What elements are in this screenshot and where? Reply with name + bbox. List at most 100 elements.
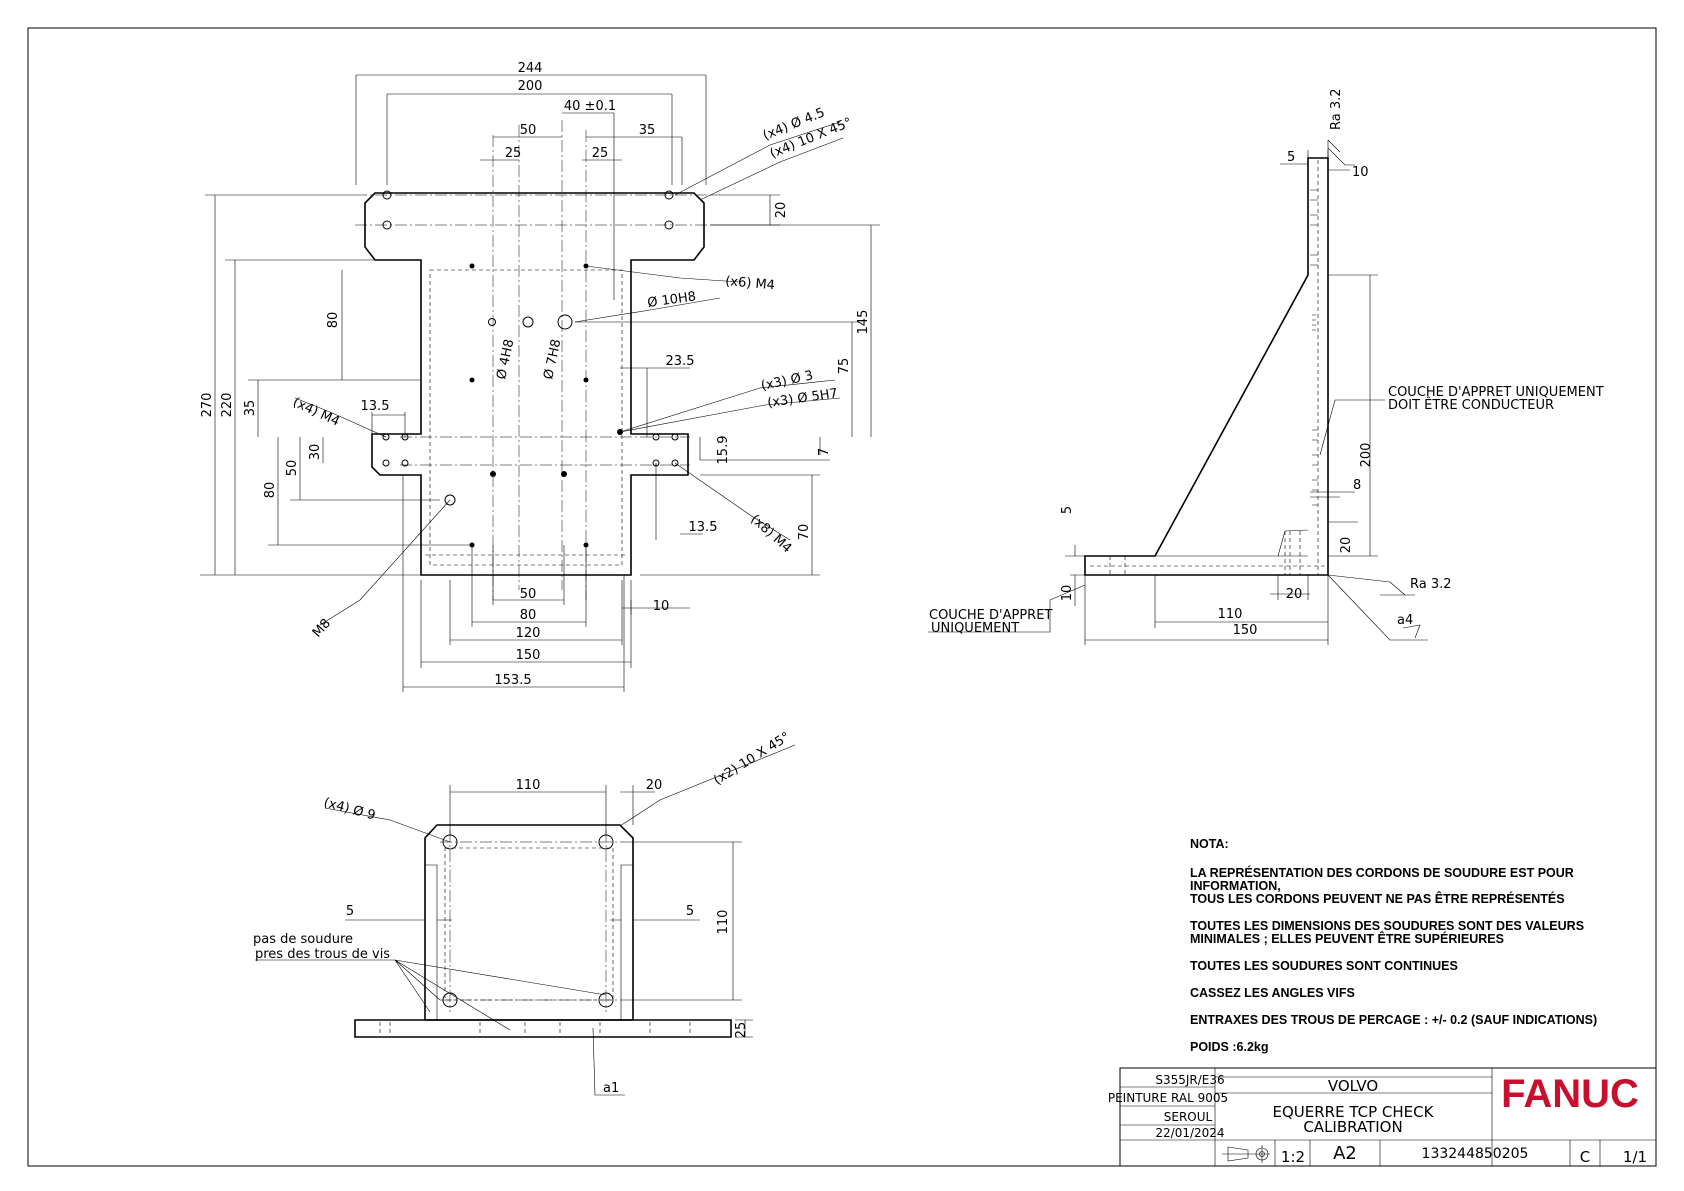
dim-text: 153.5 bbox=[494, 673, 531, 688]
dim-text: 110 bbox=[716, 910, 731, 935]
tb-scale: 1:2 bbox=[1281, 1148, 1305, 1166]
dim-text: 5 bbox=[686, 904, 694, 919]
dim-text: 20 bbox=[774, 202, 789, 219]
notes-heading: NOTA: bbox=[1190, 837, 1229, 851]
tb-format: A2 bbox=[1333, 1143, 1357, 1164]
tb-treatment: PEINTURE RAL 9005 bbox=[1108, 1091, 1228, 1105]
dim-text: 5 bbox=[346, 904, 354, 919]
dim-text: 110 bbox=[516, 778, 541, 793]
bottom-view-dims: 110 20 5 5 110 25 bbox=[346, 778, 749, 1038]
weld-symbol-text: a4 bbox=[1397, 613, 1413, 628]
roughness-text: Ra 3.2 bbox=[1410, 577, 1452, 592]
tb-title-line2: CALIBRATION bbox=[1303, 1118, 1402, 1136]
callout-text: (x6) M4 bbox=[725, 274, 776, 293]
tb-date: 22/01/2024 bbox=[1155, 1126, 1224, 1140]
dim-text: 40 ±0.1 bbox=[564, 99, 616, 114]
dim-text: 50 bbox=[285, 460, 300, 477]
front-view bbox=[200, 74, 880, 692]
note-item: LA REPRÉSENTATION DES CORDONS DE SOUDURE… bbox=[1190, 866, 1574, 906]
dim-text: 80 bbox=[263, 482, 278, 499]
note-item: ENTRAXES DES TROUS DE PERCAGE : +/- 0.2 … bbox=[1190, 1013, 1598, 1027]
tb-sheet: 1/1 bbox=[1623, 1148, 1647, 1166]
tb-client: VOLVO bbox=[1328, 1077, 1378, 1095]
side-view bbox=[928, 139, 1428, 645]
projection-symbol-icon bbox=[1222, 1145, 1270, 1163]
dim-text: 23.5 bbox=[666, 354, 695, 369]
dim-text: 25 bbox=[592, 146, 609, 161]
front-view-outline bbox=[364, 192, 705, 576]
dim-text: 120 bbox=[516, 626, 541, 641]
dim-text: 220 bbox=[220, 393, 235, 418]
dim-text: 25 bbox=[505, 146, 522, 161]
dim-text: 10 bbox=[1352, 165, 1369, 180]
dim-text: 13.5 bbox=[689, 520, 718, 535]
callout-text: Ø 10H8 bbox=[646, 289, 697, 311]
front-view-dims: 244 200 40 ±0.1 50 35 25 25 20 145 80 75… bbox=[200, 61, 871, 688]
weld-symbol-text: a1 bbox=[603, 1081, 619, 1096]
note-text: DOIT ÊTRE CONDUCTEUR bbox=[1388, 397, 1554, 413]
dim-text: 8 bbox=[1353, 478, 1361, 493]
note-item: POIDS :6.2kg bbox=[1190, 1040, 1269, 1054]
bottom-view-outline bbox=[424, 824, 634, 1021]
tb-material: S355JR/E36 bbox=[1155, 1073, 1224, 1087]
dim-text: 25 bbox=[734, 1022, 749, 1039]
dim-text: 80 bbox=[326, 312, 341, 329]
roughness-text: Ra 3.2 bbox=[1329, 88, 1344, 130]
dim-text: 150 bbox=[516, 648, 541, 663]
dim-text: 20 bbox=[1339, 537, 1354, 554]
dim-text: 7 bbox=[817, 448, 832, 456]
side-view-labels: Ra 3.2 Ra 3.2 a4 COUCHE D'APPRET UNIQUEM… bbox=[929, 88, 1604, 636]
dim-text: 75 bbox=[837, 358, 852, 375]
dim-text: 80 bbox=[520, 608, 537, 623]
dim-text: 15.9 bbox=[716, 436, 731, 465]
dim-text: 10 bbox=[653, 599, 670, 614]
dim-text: 20 bbox=[1286, 587, 1303, 602]
dim-text: 50 bbox=[520, 587, 537, 602]
side-view-outline bbox=[1084, 157, 1329, 576]
dim-text: 13.5 bbox=[361, 399, 390, 414]
callout-text: Ø 4H8 bbox=[494, 338, 517, 381]
brand-logo: FANUC bbox=[1501, 1072, 1639, 1116]
callout-text: Ø 7H8 bbox=[541, 338, 564, 381]
tb-title-line1: EQUERRE TCP CHECK bbox=[1273, 1103, 1435, 1121]
tb-revision: C bbox=[1580, 1148, 1590, 1166]
callout-text: (x4) Ø 9 bbox=[322, 795, 377, 823]
dim-text: 70 bbox=[797, 524, 812, 541]
callout-text: (x2) 10 X 45° bbox=[711, 730, 793, 789]
dim-text: 200 bbox=[518, 79, 543, 94]
tb-number: 133244850205 bbox=[1422, 1146, 1529, 1162]
dim-text: 30 bbox=[308, 444, 323, 461]
note-text: COUCHE D'APPRET bbox=[929, 608, 1052, 623]
dim-text: 5 bbox=[1060, 506, 1075, 514]
dim-text: 50 bbox=[520, 123, 537, 138]
dim-text: 200 bbox=[1359, 443, 1374, 468]
callout-text: (x8) M4 bbox=[747, 512, 794, 556]
dim-text: 35 bbox=[243, 400, 258, 417]
callout-text: M8 bbox=[310, 616, 334, 641]
note-item: TOUTES LES DIMENSIONS DES SOUDURES SONT … bbox=[1190, 919, 1585, 946]
note-text: UNIQUEMENT bbox=[931, 621, 1019, 636]
dim-text: 145 bbox=[856, 310, 871, 335]
note-text: pas de soudure bbox=[253, 932, 353, 947]
note-item: CASSEZ LES ANGLES VIFS bbox=[1190, 986, 1355, 1000]
dim-text: 20 bbox=[646, 778, 663, 793]
front-view-callouts: (x4) Ø 4.5 (x4) 10 X 45° (x6) M4 Ø 10H8 … bbox=[290, 105, 854, 640]
tb-designer: SEROUL bbox=[1164, 1110, 1213, 1124]
note-item: TOUTES LES SOUDURES SONT CONTINUES bbox=[1190, 959, 1458, 973]
dim-text: 5 bbox=[1287, 150, 1295, 165]
notes-block: NOTA: LA REPRÉSENTATION DES CORDONS DE S… bbox=[1190, 838, 1630, 1068]
dim-text: 150 bbox=[1233, 623, 1258, 638]
side-view-dims: 5 10 200 8 20 5 10 20 110 150 bbox=[1060, 150, 1374, 638]
dim-text: 270 bbox=[200, 393, 215, 418]
dim-text: 110 bbox=[1218, 607, 1243, 622]
dim-text: 244 bbox=[518, 61, 543, 76]
callout-text: (x4) M4 bbox=[290, 395, 341, 430]
sheet-border bbox=[27, 27, 1657, 1167]
note-text: pres des trous de vis bbox=[255, 947, 390, 962]
title-block: S355JR/E36 PEINTURE RAL 9005 SEROUL 22/0… bbox=[1108, 1067, 1657, 1167]
note-text: COUCHE D'APPRET UNIQUEMENT bbox=[1388, 385, 1604, 400]
dim-text: 10 bbox=[1060, 585, 1075, 602]
dim-text: 35 bbox=[639, 123, 656, 138]
bottom-view bbox=[255, 744, 796, 1096]
